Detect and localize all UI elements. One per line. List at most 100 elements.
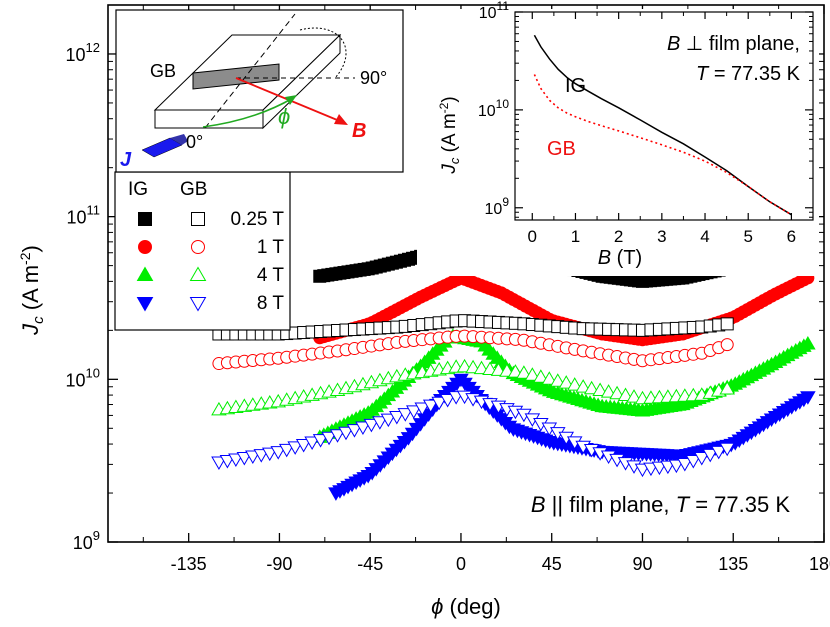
main-axis-ticks: -135-90-4504590135180109101010111012 (66, 4, 830, 574)
inset-annotation-line1: B ⊥ film plane, (667, 33, 800, 55)
data-point (236, 452, 253, 466)
x-tick-label: 135 (718, 554, 748, 574)
guide-dashed-vertical (204, 13, 296, 129)
data-point (626, 389, 642, 403)
legend-marker-gb (191, 240, 205, 254)
legend-marker-ig (136, 266, 154, 282)
main-y-axis-title: Jc (A m-2) (17, 245, 47, 336)
gb-label: GB (150, 61, 176, 81)
data-point (287, 441, 303, 455)
series-gb-4t (211, 358, 735, 416)
data-point (329, 429, 346, 443)
data-point (414, 402, 430, 416)
legend-label-4t: 4 T (257, 265, 285, 286)
inset-series-gb (533, 74, 792, 216)
schematic-inset: GB 90° 0° ϕ B J (115, 9, 404, 173)
inset-plot-frame (514, 11, 814, 221)
data-point (321, 431, 337, 446)
legend-label-0-25t: 0.25 T (230, 209, 284, 230)
data-point (702, 448, 719, 463)
data-point (304, 436, 320, 451)
phi-arc (202, 97, 294, 128)
data-point (355, 421, 371, 435)
data-point (694, 451, 710, 466)
data-point (617, 387, 634, 401)
data-point (261, 447, 278, 462)
legend-markers (136, 212, 207, 312)
legend-marker-ig (136, 296, 154, 312)
data-point (524, 367, 541, 381)
inset-x-axis-title: IGB (T) (598, 247, 642, 269)
x-tick-label: 180 (809, 554, 830, 574)
data-point (219, 454, 236, 469)
angle-0-label: 0° (186, 132, 203, 152)
inset-x-tick-label: 2 (614, 227, 623, 246)
x-tick-label: 90 (632, 554, 652, 574)
data-point (346, 424, 363, 438)
x-tick-label: -45 (357, 554, 383, 574)
data-point (609, 385, 625, 400)
legend-marker-gb (191, 212, 205, 226)
inset-series-group (533, 34, 792, 216)
inset-series-label-gb: GB (547, 138, 576, 160)
data-point (558, 375, 575, 389)
series-gb-025t (212, 314, 734, 341)
inset-y-tick-label: 1010 (478, 97, 509, 120)
inset-x-tick-label: 4 (700, 227, 709, 246)
main-series-group (211, 243, 816, 501)
guide-dotted-arc (299, 27, 347, 79)
data-point (405, 405, 422, 419)
data-point (228, 453, 244, 468)
data-point (710, 445, 727, 460)
inset-x-tick-label: 0 (528, 227, 537, 246)
data-point (372, 416, 388, 430)
data-point (685, 455, 702, 469)
data-point (389, 410, 405, 425)
data-point (719, 442, 735, 457)
inset-y-tick-label: 109 (485, 195, 510, 218)
film-front-face (154, 109, 264, 129)
y-tick-label: 1012 (66, 40, 101, 65)
data-point (566, 377, 583, 391)
j-vector-side (170, 134, 188, 145)
data-point (592, 382, 608, 396)
data-point (312, 434, 329, 448)
series-gb-1t (212, 329, 734, 371)
data-point (295, 438, 312, 453)
data-point (270, 446, 286, 460)
data-point (211, 456, 227, 470)
phi-arc-arrowhead (285, 95, 297, 105)
inset-x-tick-label: 3 (657, 227, 666, 246)
grain-boundary-plane (192, 63, 280, 90)
inset-x-tick-label: 6 (787, 227, 796, 246)
j-vector-label: J (120, 149, 132, 171)
data-point (245, 450, 261, 465)
legend-label-8t: 8 T (257, 293, 285, 314)
inset-series-ig (533, 34, 792, 216)
inset-series-label-ig: IG (565, 75, 586, 97)
data-point (253, 449, 270, 463)
legend-header-ig: IG (128, 179, 148, 200)
y-tick-label: 1010 (66, 365, 101, 390)
data-point (800, 336, 816, 350)
x-tick-label: -90 (266, 554, 292, 574)
data-point (397, 408, 414, 422)
inset-x-tick-label: 5 (743, 227, 752, 246)
legend-header-gb: GB (180, 179, 207, 200)
b-vector-arrowhead (334, 114, 348, 125)
data-point (431, 396, 447, 411)
legend-marker-gb (189, 296, 207, 312)
main-annotation: B || film plane, T = 77.35 K (531, 492, 790, 517)
data-point (677, 458, 693, 472)
data-point (380, 413, 397, 428)
legend-marker-ig (138, 240, 152, 254)
angle-90-label: 90° (360, 68, 387, 88)
data-point (550, 373, 566, 387)
data-point (600, 384, 617, 398)
legend: IG GB 0.25 T 1 T 4 T 8 T (114, 171, 291, 331)
b-vector-label: B (352, 120, 366, 142)
main-plot-frame (107, 4, 825, 543)
y-tick-label: 109 (73, 528, 100, 553)
inset-y-axis-title: Jc (A m-2) (437, 96, 462, 174)
